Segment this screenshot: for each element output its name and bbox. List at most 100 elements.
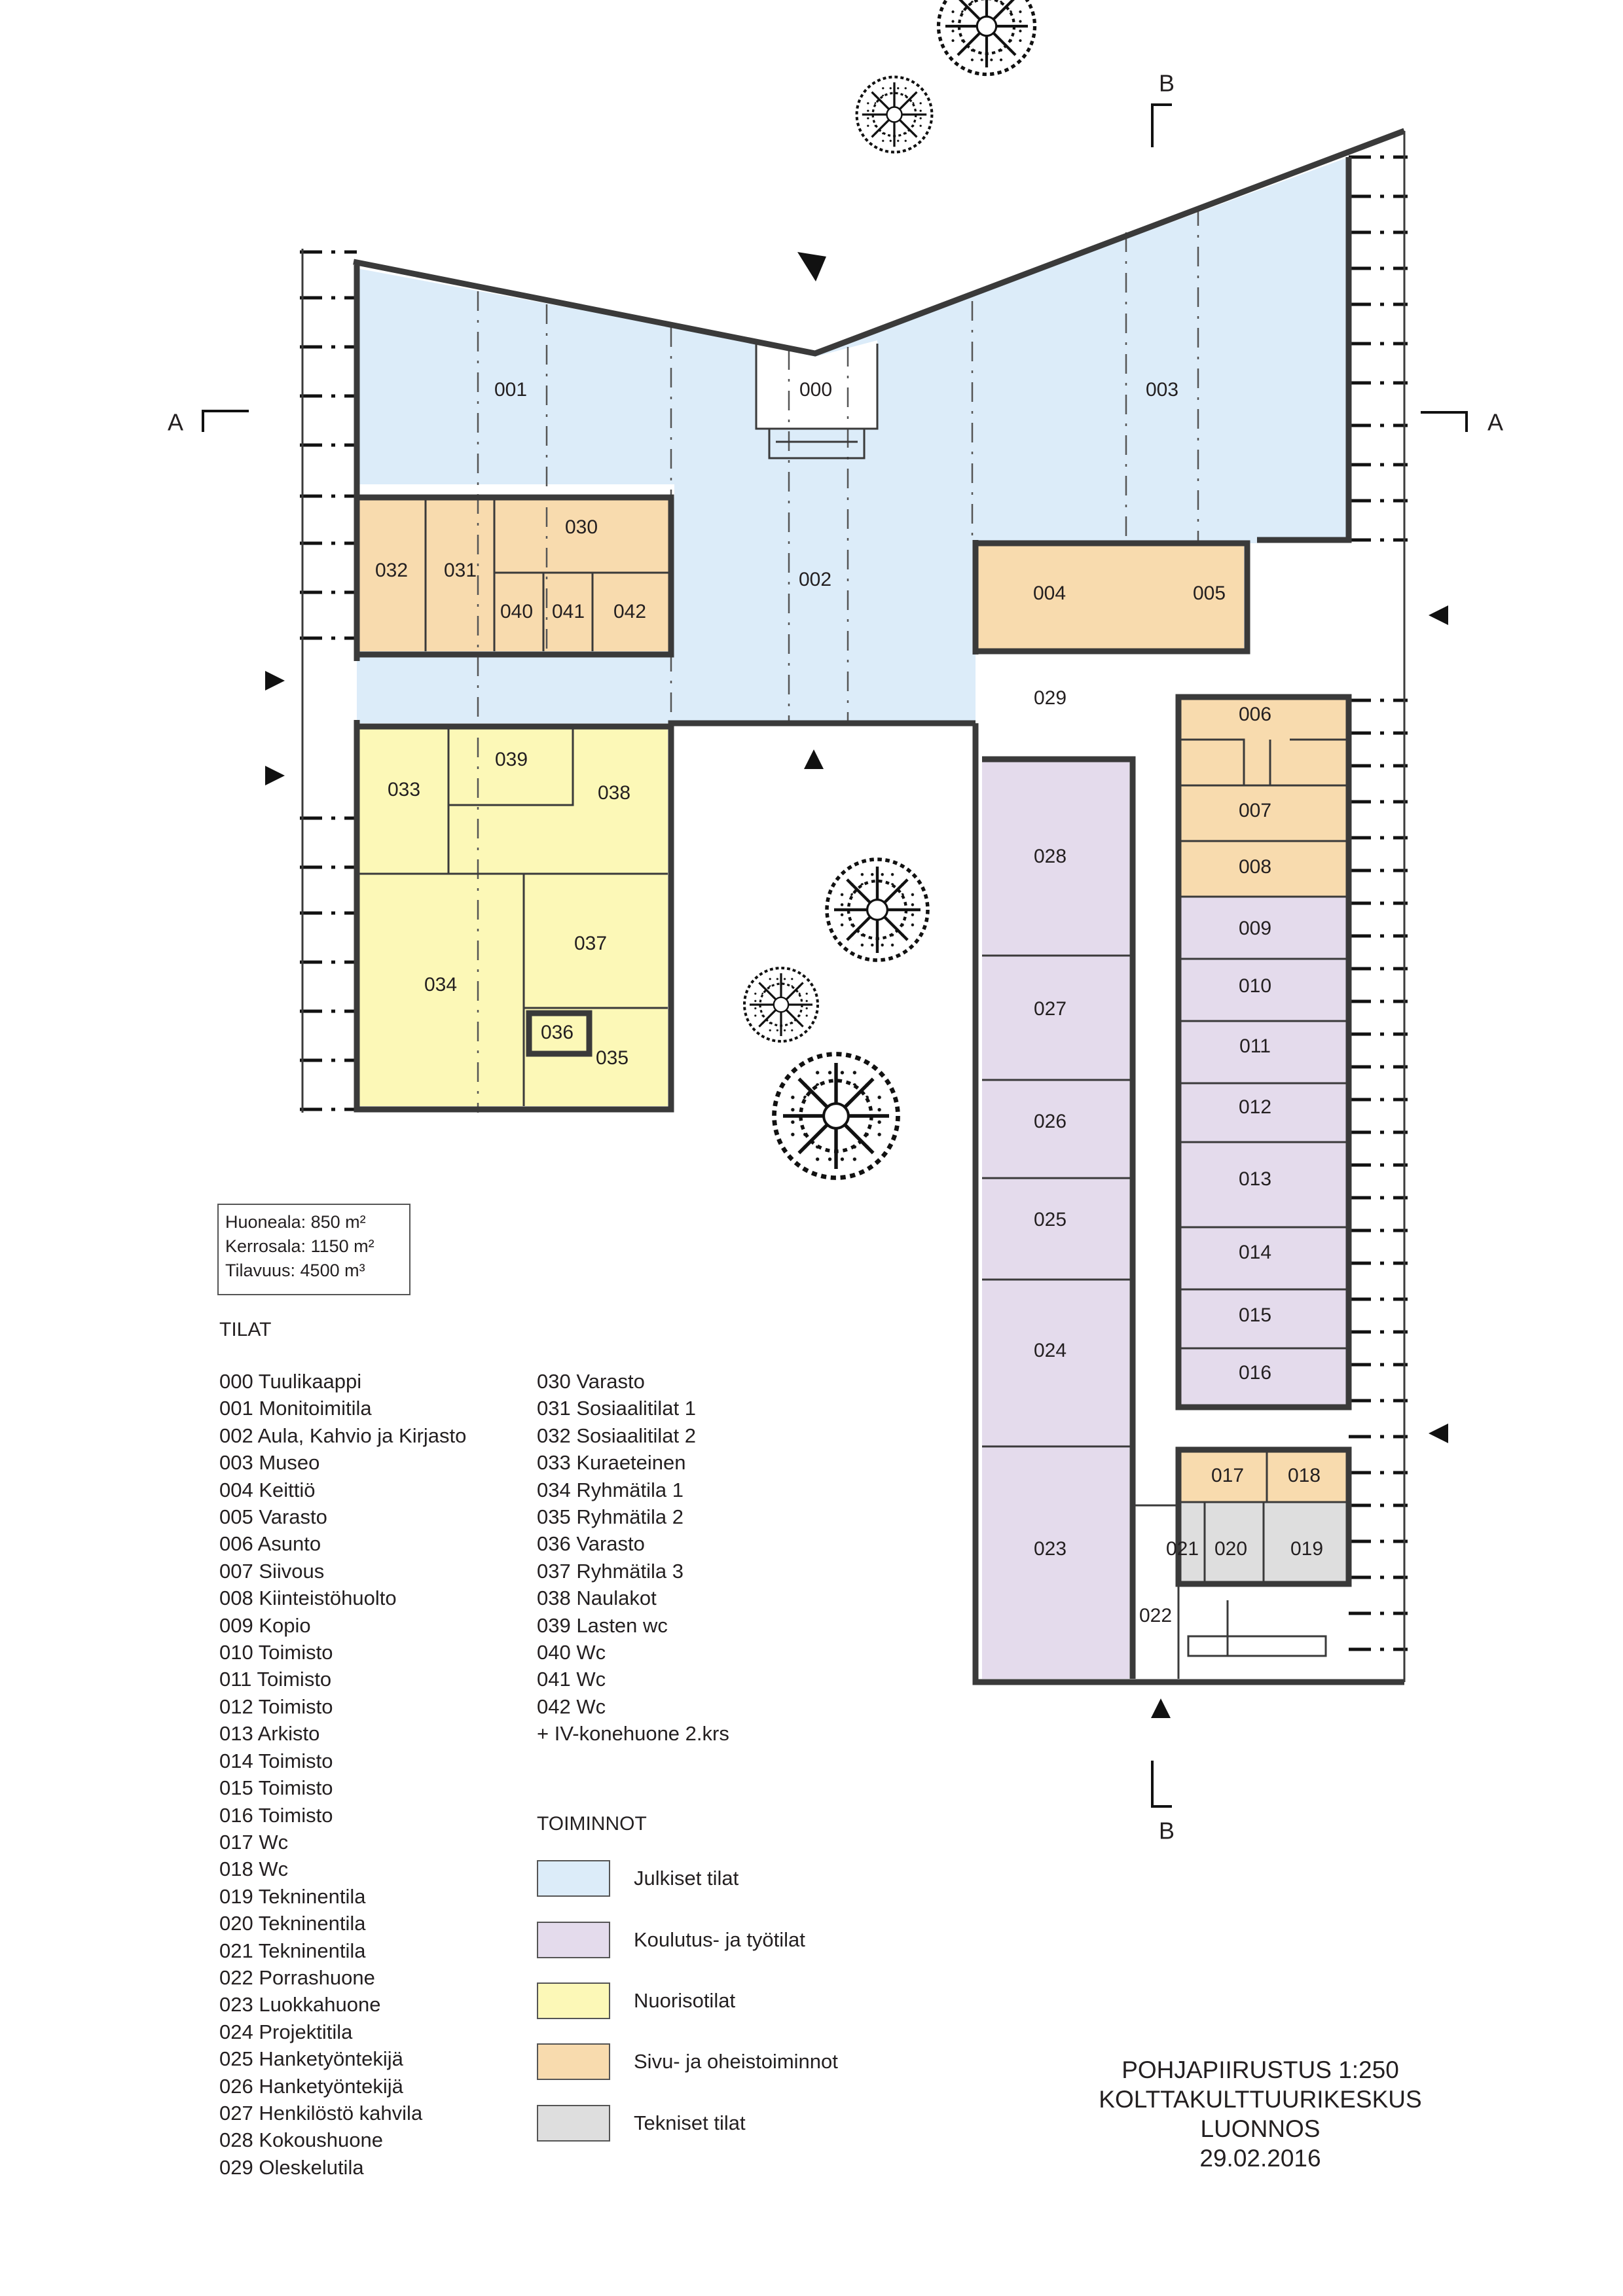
room-018-fill [1267,1450,1349,1502]
room-024-fill [982,1280,1129,1446]
room-list-item: + IV-konehuone 2.krs [537,1722,729,1746]
room-label-017: 017 [1211,1465,1244,1486]
room-label-038: 038 [598,782,630,804]
room-label-042: 042 [613,601,646,622]
drawing-status: LUONNOS [1200,2115,1321,2142]
room-030-fill [494,497,671,573]
room-037-fill [524,874,668,1008]
room-list-item: 016 Toimisto [219,1803,333,1827]
column-grid-right [1349,131,1408,1682]
room-label-009: 009 [1239,918,1271,939]
legend-label: Nuorisotilat [634,1989,736,2012]
entrance-arrow-icon [1429,1424,1448,1443]
entrance-arrow-icon [797,252,826,281]
legend-label: Julkiset tilat [634,1867,739,1890]
project-name: KOLTTAKULTTUURIKESKUS [1099,2086,1422,2113]
tilat-heading: TILAT [219,1319,272,1340]
room-list-item: 004 Keittiö [219,1478,316,1501]
room-015-fill [1178,1289,1349,1348]
room-025-fill [982,1178,1129,1280]
room-026-fill [982,1080,1129,1178]
room-013-fill [1178,1142,1349,1227]
room-028-fill [982,759,1129,956]
tree-icon [775,1054,898,1178]
room-list-item: 038 Naulakot [537,1587,657,1610]
room-list-item: 026 Hanketyöntekijä [219,2074,403,2098]
legend-label: Tekniset tilat [634,2111,746,2134]
room-010-fill [1178,959,1349,1021]
section-b-top: B [1159,70,1175,97]
room-list-item: 025 Hanketyöntekijä [219,2047,403,2071]
room-label-023: 023 [1034,1538,1067,1560]
area-kerrosala: Kerrosala: 1150 m² [225,1236,374,1256]
room-label-040: 040 [500,601,533,622]
room-label-034: 034 [424,974,457,996]
section-b-bottom: B [1159,1818,1175,1844]
room-list-item: 042 Wc [537,1695,606,1718]
room-label-020: 020 [1214,1538,1247,1560]
room-003-fill [815,157,1349,543]
room-label-004: 004 [1033,583,1066,604]
room-label-024: 024 [1034,1340,1067,1361]
room-033-fill [357,726,448,874]
room-list-item: 018 Wc [219,1857,289,1881]
room-label-031: 031 [444,560,477,581]
room-label-016: 016 [1239,1362,1271,1384]
room-009-fill [1178,897,1349,959]
entrance-arrow-icon [1151,1698,1171,1718]
room-label-008: 008 [1239,856,1271,878]
room-list-item: 008 Kiinteistöhuolto [219,1587,397,1610]
room-list-item: 027 Henkilöstö kahvila [219,2101,423,2125]
walls [353,128,1406,1685]
room-list-item: 013 Arkisto [219,1722,320,1746]
room-label-019: 019 [1290,1538,1323,1560]
room-label-041: 041 [552,601,585,622]
tree-icon [827,859,928,960]
room-002-fill [674,484,976,723]
room-label-013: 013 [1239,1168,1271,1190]
room-label-022: 022 [1139,1605,1172,1626]
room-label-001: 001 [494,379,527,401]
room-list-item: 041 Wc [537,1668,606,1691]
legend-item: Sivu- ja oheistoiminnot [537,2042,838,2081]
area-tilavuus: Tilavuus: 4500 m³ [225,1261,365,1280]
room-fills [357,157,1349,1679]
area-summary-box: Huoneala: 850 m² Kerrosala: 1150 m² Tila… [217,1204,410,1295]
tree-icon [939,0,1035,75]
room-list-item: 012 Toimisto [219,1695,333,1718]
room-032-fill [357,497,426,651]
section-a-left: A [168,409,183,436]
room-label-029: 029 [1034,687,1067,709]
room-list-item: 033 Kuraeteinen [537,1451,686,1475]
column-grid-left [300,249,357,1113]
section-a-right: A [1487,409,1503,436]
room-list-item: 020 Tekninentila [219,1912,366,1935]
room-006-fill [1178,697,1349,785]
legend-item: Koulutus- ja työtilat [537,1920,805,1960]
room-label-036: 036 [541,1022,574,1043]
room-label-032: 032 [375,560,408,581]
room-list-item: 035 Ryhmätila 2 [537,1505,684,1529]
tree-icon [857,77,932,152]
room-list-item: 040 Wc [537,1641,606,1664]
entrance-arrow-icon [265,671,285,691]
room-list-item: 017 Wc [219,1830,289,1854]
room-list-item: 023 Luokkahuone [219,1993,381,2017]
room-list-item: 024 Projektitila [219,2020,353,2043]
section-marker-icon [202,103,1468,1808]
room-label-002: 002 [799,569,831,590]
room-label-027: 027 [1034,998,1067,1020]
area-huoneala: Huoneala: 850 m² [225,1212,366,1232]
room-label-026: 026 [1034,1111,1067,1132]
room-labels: 000 001 002 003 004 005 006 007 008 009 … [375,379,1323,1626]
room-012-fill [1178,1083,1349,1142]
room-label-021: 021 [1166,1538,1199,1560]
room-label-010: 010 [1239,975,1271,997]
room-list-item: 032 Sosiaalitilat 2 [537,1424,696,1447]
room-list-item: 021 Tekninentila [219,1939,366,1962]
room-list-item: 019 Tekninentila [219,1884,366,1908]
room-list-item: 034 Ryhmätila 1 [537,1478,684,1501]
